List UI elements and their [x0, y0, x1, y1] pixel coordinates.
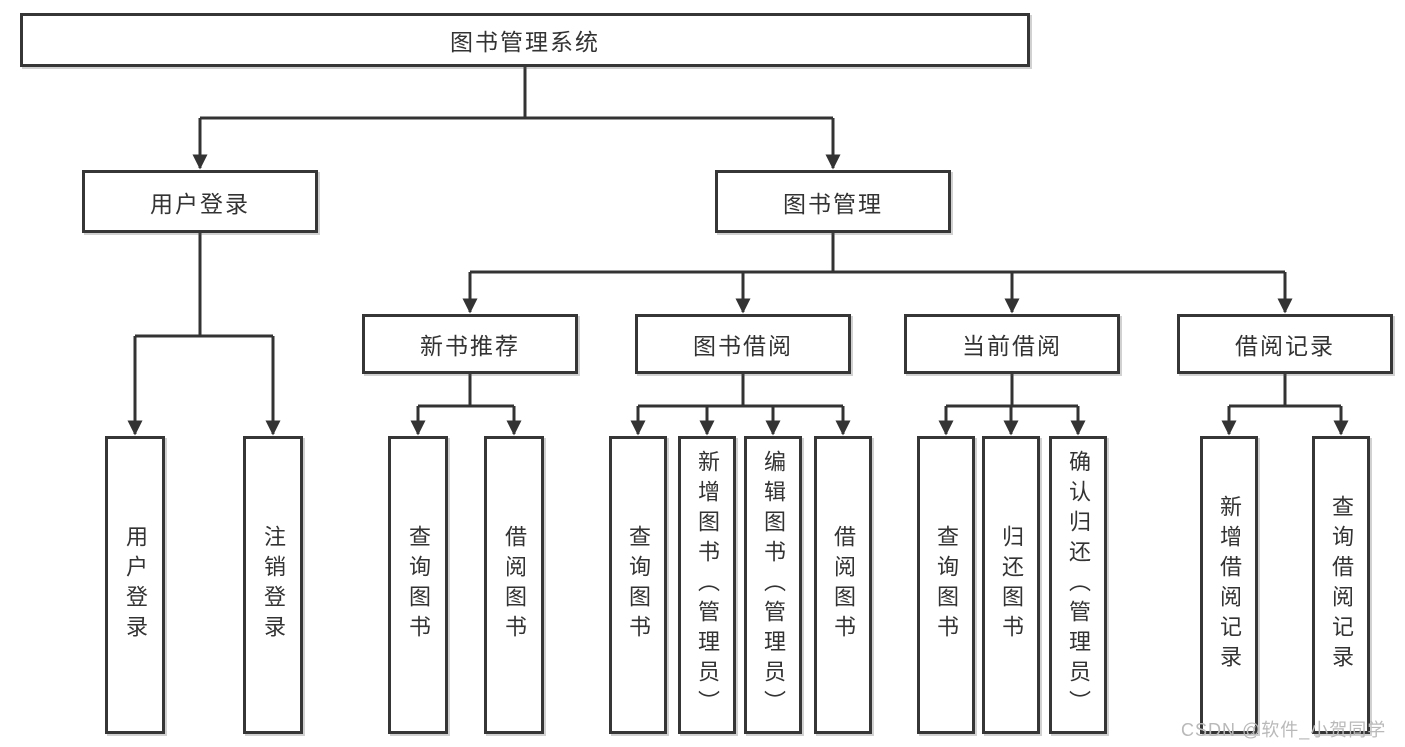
leaf-query-books-borrow-label: 查询图书 [626, 525, 651, 645]
leaf-query-books-borrow: 查询图书 [609, 436, 667, 734]
leaf-logout-label: 注销登录 [261, 525, 286, 645]
node-book-borrowing-label: 图书借阅 [693, 333, 793, 359]
leaf-add-book-admin-label: 新增图书（管理员） [695, 450, 720, 720]
leaf-return-book-label: 归还图书 [999, 525, 1024, 645]
leaf-add-book-admin: 新增图书（管理员） [678, 436, 736, 734]
node-root-label: 图书管理系统 [450, 29, 600, 55]
node-root: 图书管理系统 [20, 13, 1030, 67]
leaf-add-borrow-record: 新增借阅记录 [1200, 436, 1258, 734]
leaf-logout: 注销登录 [243, 436, 303, 734]
leaf-confirm-return-admin-label: 确认归还（管理员） [1066, 450, 1091, 720]
node-book-management-label: 图书管理 [783, 190, 883, 217]
node-borrowing-records: 借阅记录 [1177, 314, 1393, 374]
leaf-return-book: 归还图书 [982, 436, 1040, 734]
connector-book-borrow-split [638, 374, 843, 408]
node-borrowing-records-label: 借阅记录 [1235, 333, 1335, 359]
node-user-login: 用户登录 [82, 170, 318, 233]
leaf-confirm-return-admin: 确认归还（管理员） [1049, 436, 1107, 734]
node-user-login-label: 用户登录 [150, 190, 250, 217]
connector-new-book-split [418, 374, 514, 408]
node-current-borrowing-label: 当前借阅 [962, 333, 1062, 359]
leaf-query-borrow-record: 查询借阅记录 [1312, 436, 1370, 734]
connector-current-borrow-split [946, 374, 1078, 408]
node-new-book-recommend-label: 新书推荐 [420, 333, 520, 359]
leaf-user-login-label: 用户登录 [123, 525, 148, 645]
connector-book-mgmt-split [470, 233, 1285, 274]
connector-user-login-split [135, 233, 273, 338]
leaf-borrow-books-recommend: 借阅图书 [484, 436, 544, 734]
leaf-query-books-recommend-label: 查询图书 [406, 525, 431, 645]
leaf-borrow-books-borrow-label: 借阅图书 [831, 525, 856, 645]
leaf-add-borrow-record-label: 新增借阅记录 [1217, 495, 1242, 675]
leaf-edit-book-admin-label: 编辑图书（管理员） [761, 450, 786, 720]
node-book-management: 图书管理 [715, 170, 951, 233]
node-book-borrowing: 图书借阅 [635, 314, 851, 374]
connector-root-split [200, 67, 833, 120]
leaf-borrow-books-borrow: 借阅图书 [814, 436, 872, 734]
leaf-user-login: 用户登录 [105, 436, 165, 734]
leaf-query-borrow-record-label: 查询借阅记录 [1329, 495, 1354, 675]
leaf-query-books-current-label: 查询图书 [934, 525, 959, 645]
csdn-watermark: CSDN @软件_小贺同学 [1181, 720, 1387, 740]
node-new-book-recommend: 新书推荐 [362, 314, 578, 374]
leaf-borrow-books-recommend-label: 借阅图书 [502, 525, 527, 645]
leaf-edit-book-admin: 编辑图书（管理员） [744, 436, 802, 734]
leaf-query-books-current: 查询图书 [917, 436, 975, 734]
leaf-query-books-recommend: 查询图书 [388, 436, 448, 734]
connector-borrow-record-split [1229, 374, 1341, 408]
node-current-borrowing: 当前借阅 [904, 314, 1120, 374]
